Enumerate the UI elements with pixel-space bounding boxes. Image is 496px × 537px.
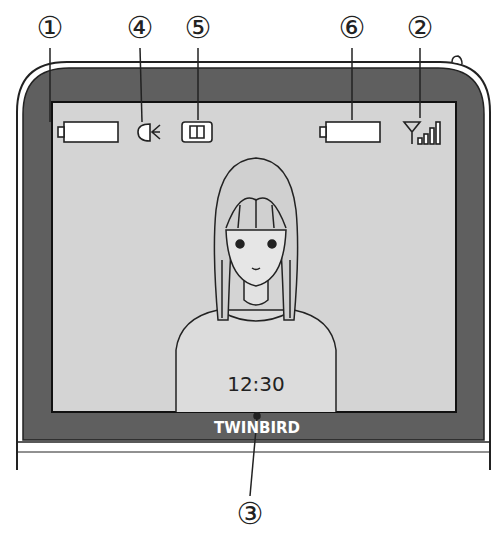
battery-tip [320, 127, 326, 137]
status-icons [58, 122, 440, 144]
callout-number: ⑤ [185, 13, 212, 43]
battery-tip [58, 127, 64, 137]
clock-display: 12:30 [227, 374, 285, 394]
callout-number: ④ [127, 13, 154, 43]
device-body [17, 62, 490, 470]
speaker-waves [152, 125, 160, 139]
leader-lines [50, 48, 420, 496]
battery-icon [64, 122, 118, 142]
camera-icon [182, 122, 212, 142]
body-line [17, 441, 490, 443]
speaker-icon [138, 124, 150, 141]
device-notch [452, 56, 462, 64]
battery-icon [326, 122, 380, 142]
brand-logo: TWINBIRD [214, 421, 300, 436]
person-image [176, 158, 336, 412]
callout-number: ⑥ [339, 13, 366, 43]
callout-number: ① [37, 13, 64, 43]
callout-number: ③ [237, 499, 264, 529]
screen [52, 102, 456, 412]
callout-number: ② [407, 13, 434, 43]
bezel [23, 68, 484, 440]
